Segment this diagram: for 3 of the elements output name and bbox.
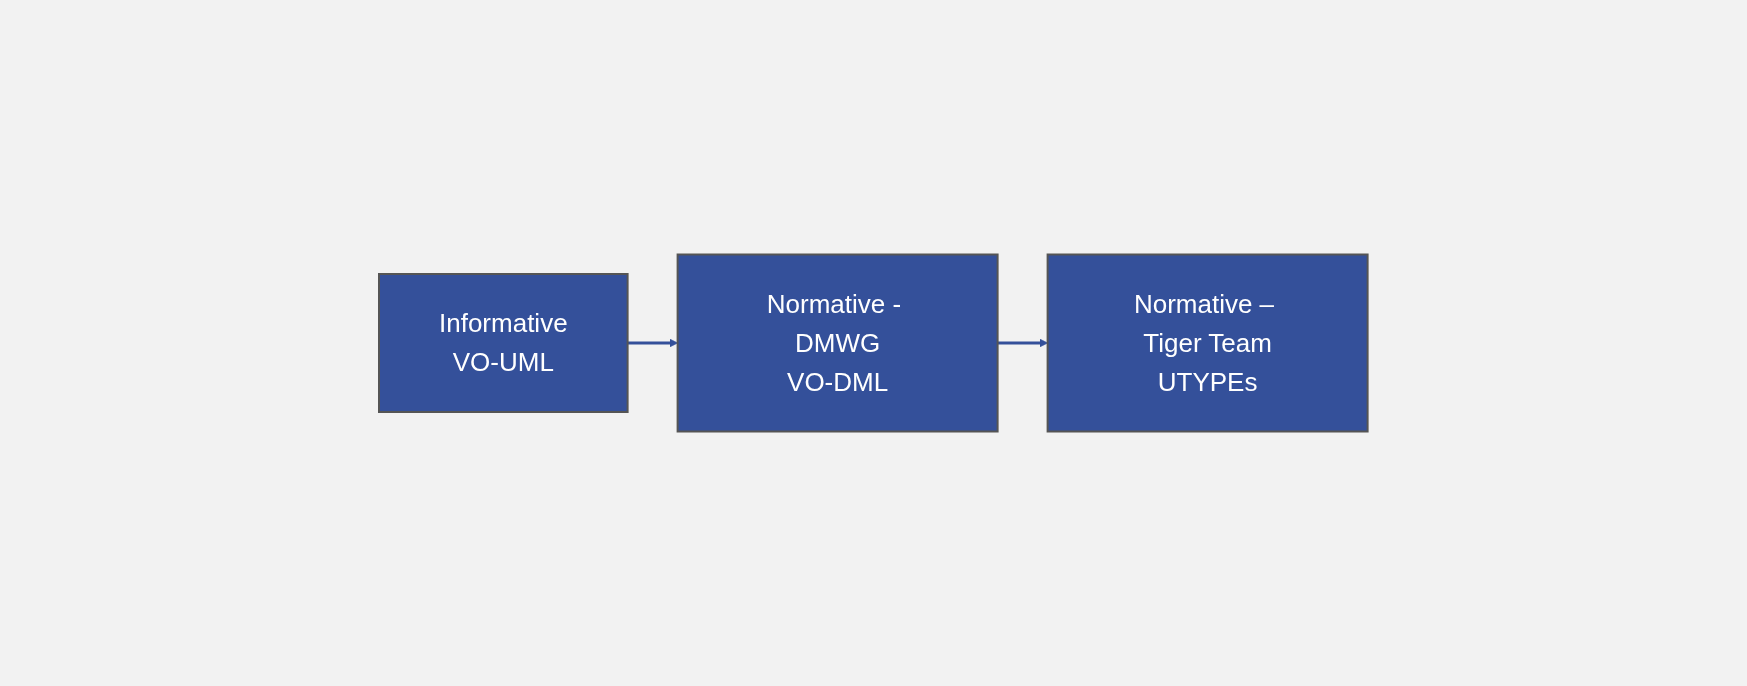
node-box: Informative VO-UML [378,273,629,413]
node-box: Normative – Tiger Team UTYPEs [1046,253,1369,433]
node-box: Normative - DMWG VO-DML [676,253,999,433]
